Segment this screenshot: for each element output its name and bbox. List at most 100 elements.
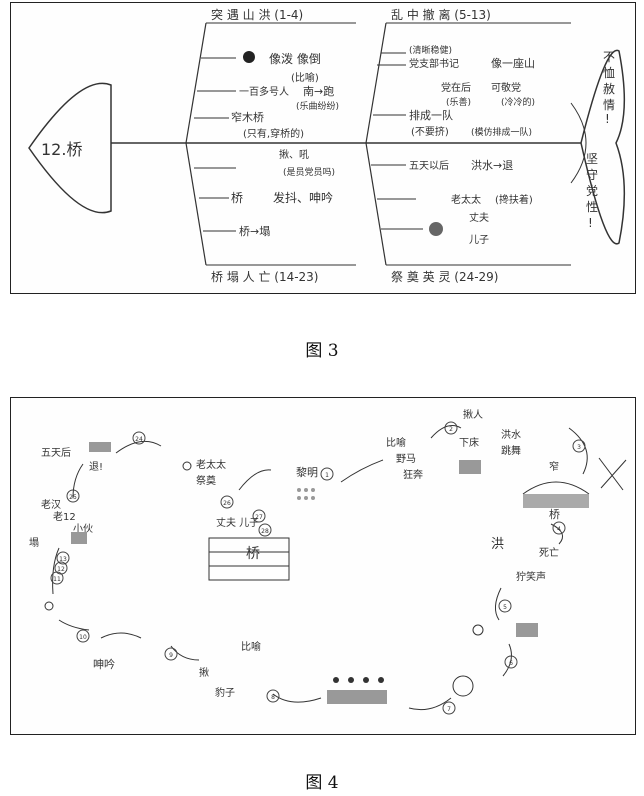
svg-text:老太太: 老太太	[451, 193, 481, 206]
svg-text:(是员党员吗): (是员党员吗)	[283, 166, 335, 178]
step-number: 12	[57, 566, 65, 573]
svg-text:揪、吼: 揪、吼	[279, 148, 309, 161]
step-circle	[572, 439, 586, 453]
svg-text:祭奠: 祭奠	[196, 474, 216, 487]
svg-text:发抖、呻吟: 发抖、呻吟	[273, 190, 333, 205]
svg-text:揪人: 揪人	[463, 408, 483, 421]
svg-text:豹子: 豹子	[215, 686, 235, 699]
svg-text:野马: 野马	[396, 453, 416, 465]
svg-text:洪水: 洪水	[501, 429, 521, 441]
svg-text:儿子: 儿子	[469, 234, 489, 246]
step-number: 13	[59, 556, 67, 563]
svg-text:下床: 下床	[459, 436, 479, 449]
step-number: 2	[449, 426, 453, 433]
fishbone-diagram: 12.桥 不 恤 赦 情 ! 坚 守 党 性 ! 突 遇 山 洪 (1-4) 乱…	[10, 2, 636, 294]
svg-text:(模仿排成一队): (模仿排成一队)	[471, 126, 532, 138]
svg-text:情: 情	[603, 98, 615, 112]
step-number: 9	[169, 652, 173, 659]
step-circle	[220, 495, 234, 509]
svg-text:五天以后: 五天以后	[409, 160, 449, 172]
svg-text:性: 性	[586, 200, 598, 214]
svg-text:洪: 洪	[491, 537, 504, 552]
tail-curve	[570, 102, 587, 184]
step-circle	[164, 647, 178, 661]
svg-text:(冷冷的): (冷冷的)	[501, 96, 535, 108]
svg-text:!: !	[605, 112, 610, 126]
svg-text:一百多号人: 一百多号人	[239, 85, 289, 98]
step-circle	[76, 629, 90, 643]
step-circle	[66, 489, 80, 503]
rib-top-right: 乱 中 撤 离 (5-13)	[391, 7, 491, 22]
svg-text:党: 党	[586, 183, 598, 198]
step-circle	[498, 599, 512, 613]
svg-text:塌: 塌	[29, 537, 39, 549]
svg-text:退!: 退!	[89, 461, 103, 473]
svg-text:跳舞: 跳舞	[501, 444, 521, 457]
fishbone-svg: 12.桥 不 恤 赦 情 ! 坚 守 党 性 ! 突 遇 山 洪 (1-4) 乱…	[28, 7, 626, 284]
step-number: 4	[557, 526, 561, 533]
step-number: 6	[509, 660, 513, 667]
step-number: 26	[223, 500, 231, 507]
svg-text:坚: 坚	[586, 152, 598, 166]
svg-text:窄: 窄	[549, 460, 559, 473]
svg-text:恤: 恤	[603, 66, 615, 80]
svg-text:桥: 桥	[231, 191, 243, 205]
step-circle	[442, 701, 456, 715]
fish-tail	[580, 49, 626, 245]
step-number: 11	[53, 576, 61, 583]
caption-figure-3: 图 3	[305, 341, 339, 361]
step-number: 1	[325, 472, 329, 479]
step-number: 3	[577, 444, 581, 451]
svg-text:(不要挤): (不要挤)	[411, 125, 449, 138]
svg-text:不: 不	[603, 50, 615, 64]
svg-text:狂奔: 狂奔	[403, 468, 423, 481]
step-number: 7	[447, 706, 451, 713]
rib-bottom-right: 祭 奠 英 灵 (24-29)	[391, 269, 499, 284]
caption-figure-4: 图 4	[305, 773, 339, 793]
fish-head	[28, 82, 112, 214]
step-number: 25	[69, 494, 77, 501]
sun-icon	[429, 222, 443, 236]
svg-text:排成一队: 排成一队	[409, 108, 453, 122]
step-circle	[444, 421, 458, 435]
svg-text:窄木桥: 窄木桥	[231, 110, 264, 124]
svg-text:桥: 桥	[549, 508, 560, 521]
svg-text:桥→塌: 桥→塌	[239, 225, 270, 238]
svg-text:(比喻): (比喻)	[291, 71, 319, 84]
svg-text:丈夫: 丈夫	[469, 212, 489, 224]
step-number: 28	[261, 528, 269, 535]
step-circle	[56, 551, 70, 565]
svg-text:比喻: 比喻	[386, 436, 406, 449]
svg-text:死亡: 死亡	[539, 546, 559, 559]
svg-text:像一座山: 像一座山	[491, 56, 535, 70]
step-circle	[552, 521, 566, 535]
svg-text:赦: 赦	[603, 81, 615, 96]
svg-text:比喻: 比喻	[241, 640, 261, 653]
rib-top-left: 突 遇 山 洪 (1-4)	[211, 7, 303, 22]
step-circle	[252, 509, 266, 523]
svg-text:老12: 老12	[53, 510, 76, 523]
svg-text:丈夫 儿子: 丈夫 儿子	[216, 517, 259, 529]
svg-text:狞笑声: 狞笑声	[516, 570, 546, 583]
step-number: 27	[255, 514, 263, 521]
svg-text:南→跑: 南→跑	[303, 84, 334, 98]
story-map-svg: 五天后 退! 老太太 祭奠 黎明 丈夫 儿子 桥 比喻 野马 狂奔 揪人 下床 …	[29, 408, 627, 715]
tail-text: 不 恤 赦 情 ! 坚 守 党 性 !	[586, 50, 615, 230]
step-number: 8	[271, 694, 275, 701]
svg-text:桥: 桥	[246, 546, 260, 562]
svg-text:(清晰稳健): (清晰稳健)	[409, 44, 452, 56]
step-circle	[266, 689, 280, 703]
svg-text:揪: 揪	[199, 666, 209, 679]
story-map: 五天后 退! 老太太 祭奠 黎明 丈夫 儿子 桥 比喻 野马 狂奔 揪人 下床 …	[10, 397, 636, 735]
step-circle	[258, 523, 272, 537]
rib-bottom-left: 桥 塌 人 亡 (14-23)	[211, 270, 319, 284]
svg-text:党支部书记: 党支部书记	[409, 57, 459, 70]
rain-cloud-icon	[243, 51, 255, 63]
svg-text:(只有,穿桥的): (只有,穿桥的)	[243, 127, 304, 140]
svg-text:五天后: 五天后	[41, 447, 71, 459]
svg-text:老太太: 老太太	[196, 458, 226, 471]
step-number: 5	[503, 604, 507, 611]
svg-text:可敬党: 可敬党	[491, 81, 521, 94]
svg-text:(乐善): (乐善)	[446, 96, 471, 108]
